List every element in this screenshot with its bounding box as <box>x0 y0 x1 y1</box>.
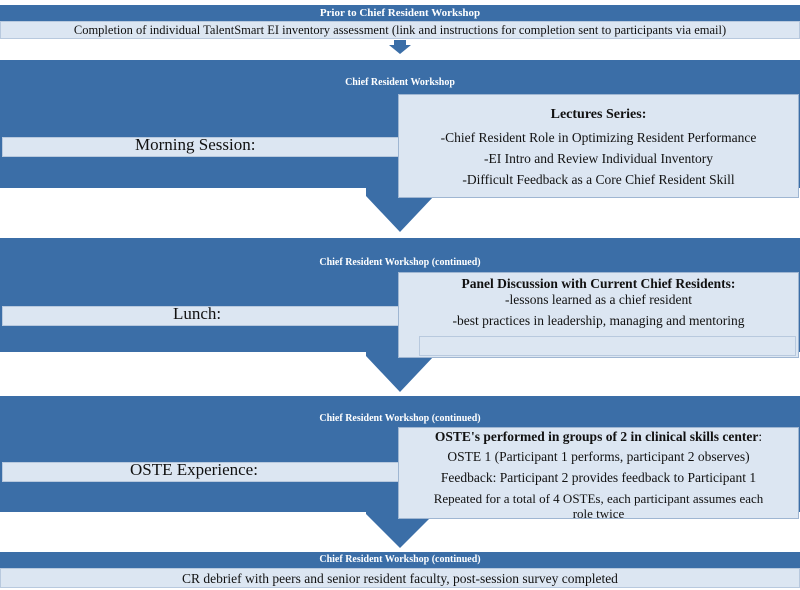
debrief-text: CR debrief with peers and senior residen… <box>182 571 618 586</box>
oste-heading: OSTE's performed in groups of 2 in clini… <box>399 429 798 445</box>
oste-item-3: Repeated for a total of 4 OSTEs, each pa… <box>433 491 764 506</box>
lecture-item-3: -Difficult Feedback as a Core Chief Resi… <box>462 172 735 187</box>
debrief-title: Chief Resident Workshop (continued) <box>319 554 481 565</box>
prior-workshop-title: Prior to Chief Resident Workshop <box>319 7 481 19</box>
panel-discussion-heading: Panel Discussion with Current Chief Resi… <box>461 276 736 291</box>
morning-session-label: Morning Session: <box>135 135 256 154</box>
oste-experience-label: OSTE Experience: <box>130 460 258 479</box>
oste-heading-colon: : <box>758 429 763 444</box>
lunch-panel: Panel Discussion with Current Chief Resi… <box>398 272 799 358</box>
ei-assessment-bar: Completion of individual TalentSmart EI … <box>0 21 800 39</box>
morning-band-title: Chief Resident Workshop <box>345 77 455 88</box>
oste-band-title: Chief Resident Workshop (continued) <box>319 413 481 424</box>
oste-panel: OSTE's performed in groups of 2 in clini… <box>398 427 799 521</box>
lectures-heading: Lectures Series: <box>550 107 647 122</box>
small-down-arrow-icon <box>389 40 411 54</box>
morning-lectures-panel: Lectures Series: -Chief Resident Role in… <box>398 94 799 198</box>
lunch-label: Lunch: <box>173 304 222 323</box>
debrief-header: Chief Resident Workshop (continued) <box>0 552 800 568</box>
lecture-item-2: -EI Intro and Review Individual Inventor… <box>483 151 714 166</box>
lunch-item-2: -best practices in leadership, managing … <box>452 313 745 328</box>
prior-workshop-header: Prior to Chief Resident Workshop <box>0 5 800 21</box>
oste-item-4: role twice <box>572 506 625 521</box>
ei-assessment-text: Completion of individual TalentSmart EI … <box>73 23 727 37</box>
debrief-bar: CR debrief with peers and senior residen… <box>0 568 800 588</box>
oste-item-1: OSTE 1 (Participant 1 performs, particip… <box>447 449 750 464</box>
oste-item-2: Feedback: Participant 2 provides feedbac… <box>440 470 757 485</box>
oste-heading-bold: OSTE's performed in groups of 2 in clini… <box>434 429 759 444</box>
lunch-inner-bar <box>419 336 796 356</box>
lecture-item-1: -Chief Resident Role in Optimizing Resid… <box>440 130 757 145</box>
lunch-band-title: Chief Resident Workshop (continued) <box>319 257 481 268</box>
lunch-item-1: -lessons learned as a chief resident <box>504 292 693 307</box>
